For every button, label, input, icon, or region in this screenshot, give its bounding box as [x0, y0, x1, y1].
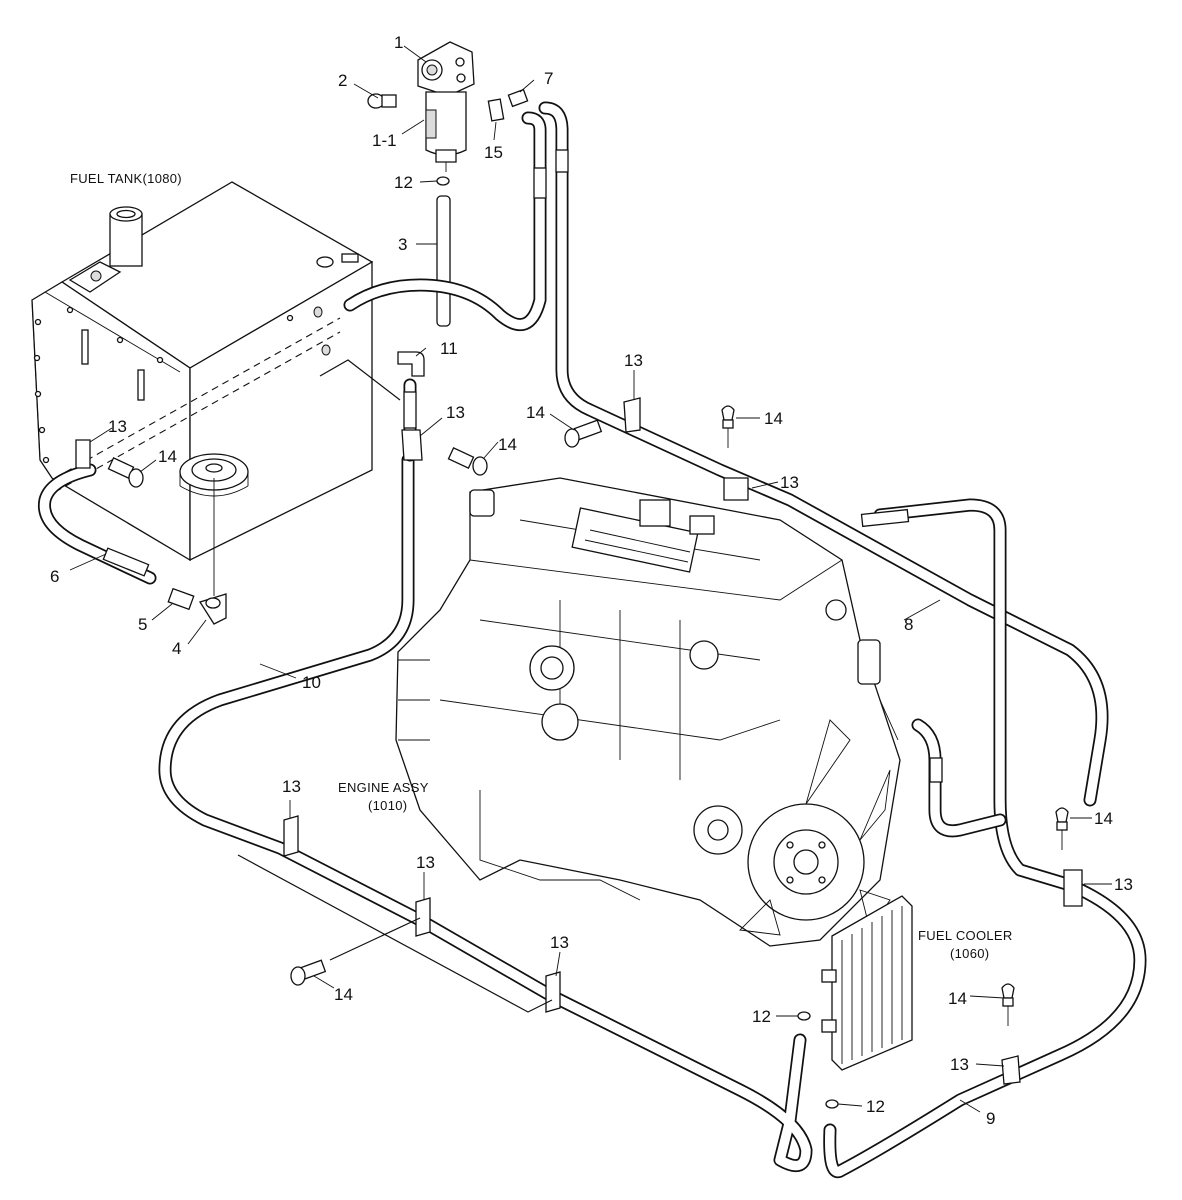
callout-13-bottom-left: 13	[282, 777, 301, 796]
tank-drain-flange	[179, 453, 249, 497]
callout-14-bottom: 14	[334, 985, 353, 1004]
callout-12-top: 12	[394, 173, 413, 192]
engine-assy-label: ENGINE ASSY	[338, 780, 429, 795]
fitting-2	[367, 93, 397, 109]
callout-15: 15	[484, 143, 503, 162]
callout-8: 8	[904, 615, 913, 634]
bolt-14-tank	[107, 457, 144, 488]
callout-14-right: 14	[764, 409, 783, 428]
callout-5: 5	[138, 615, 147, 634]
callout-13-far-right: 13	[1114, 875, 1133, 894]
callout-13-cooler: 13	[950, 1055, 969, 1074]
callout-14-far-right: 14	[1094, 809, 1113, 828]
callout-12-cooler-top: 12	[752, 1007, 771, 1026]
bolt-14-cooler	[1001, 983, 1015, 1026]
fuel-tank-label: FUEL TANK(1080)	[70, 171, 182, 186]
fitting-7	[507, 88, 529, 108]
engine-assembly	[395, 477, 901, 947]
callout-7: 7	[544, 69, 553, 88]
callout-12-cooler-bottom: 12	[866, 1097, 885, 1116]
callout-14-center: 14	[498, 435, 517, 454]
callout-6: 6	[50, 567, 59, 586]
fuel-cooler-label: FUEL COOLER	[918, 928, 1013, 943]
bolt-14-bottom	[290, 959, 327, 986]
callout-3: 3	[398, 235, 407, 254]
callout-13-tank: 13	[108, 417, 127, 436]
callout-13-right: 13	[780, 473, 799, 492]
seal-12-top	[436, 176, 450, 186]
callout-13-upper: 13	[624, 351, 643, 370]
engine-assy-code: (1010)	[368, 798, 407, 813]
fitting-4	[198, 593, 227, 625]
callout-2: 2	[338, 71, 347, 90]
callout-4: 4	[172, 639, 181, 658]
callout-11: 11	[440, 339, 458, 358]
callout-13-bottom-right: 13	[550, 933, 569, 952]
callout-14-tank: 14	[158, 447, 177, 466]
callout-1: 1	[394, 33, 403, 52]
elbow-11	[397, 351, 425, 377]
fitting-15	[487, 98, 505, 122]
callout-10: 10	[302, 673, 321, 692]
callout-14-cooler: 14	[948, 989, 967, 1008]
seal-12-cooler-bottom	[825, 1099, 839, 1109]
filler-neck	[68, 206, 143, 293]
callout-9: 9	[986, 1109, 995, 1128]
seal-12-cooler-top	[797, 1011, 811, 1021]
callout-13-bottom-mid: 13	[416, 853, 435, 872]
bolt-14-far-right	[1055, 807, 1069, 850]
fuel-cooler	[821, 895, 913, 1071]
bolt-14-upper	[564, 419, 603, 448]
bolt-14-right	[721, 405, 735, 448]
fuel-cooler-code: (1060)	[950, 946, 989, 961]
fuel-filter	[417, 41, 475, 172]
bolt-14-center	[447, 447, 488, 476]
clamps	[75, 397, 1083, 1085]
fuel-tank	[31, 181, 374, 562]
callout-13-center: 13	[446, 403, 465, 422]
hose-3	[436, 195, 451, 327]
callout-14-upper: 14	[526, 403, 545, 422]
bolts	[107, 405, 1069, 1026]
callout-1-1: 1-1	[372, 131, 397, 150]
fitting-5	[167, 587, 195, 611]
leader-lines	[69, 45, 1112, 1113]
